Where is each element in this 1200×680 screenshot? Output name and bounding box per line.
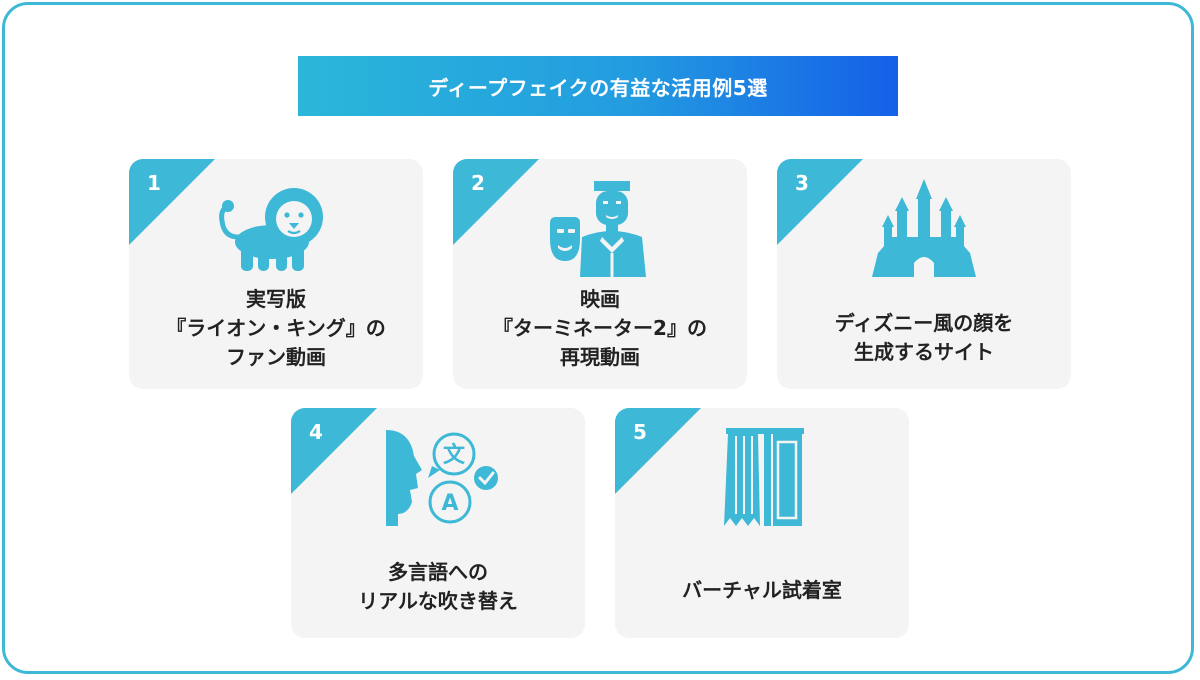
card-label-line: 映画 bbox=[580, 287, 620, 311]
card-label-line: 実写版 bbox=[246, 287, 306, 311]
svg-text:A: A bbox=[441, 491, 458, 516]
card-2: 2 映画 『ターミネーター2』の 再現動画 bbox=[453, 159, 747, 389]
card-3: 3 ディズニー風の顔を 生成するサイト bbox=[777, 159, 1071, 389]
title-banner: ディープフェイクの有益な活用例5選 bbox=[298, 56, 898, 116]
page-title: ディープフェイクの有益な活用例5選 bbox=[428, 75, 768, 100]
card-number: 3 bbox=[795, 171, 809, 195]
card-corner-badge bbox=[615, 408, 701, 494]
card-label-line: バーチャル試着室 bbox=[682, 578, 842, 602]
card-label-line: 再現動画 bbox=[560, 345, 640, 369]
castle-icon bbox=[872, 179, 976, 277]
lion-icon bbox=[219, 188, 323, 271]
card-label-line: 多言語への bbox=[388, 560, 488, 584]
card-corner-badge bbox=[777, 159, 863, 245]
card-label-line: 『ターミネーター2』の bbox=[493, 316, 707, 340]
actor-mask-icon bbox=[550, 181, 646, 277]
fitting-room-curtain-icon bbox=[724, 428, 804, 526]
card-corner-badge bbox=[129, 159, 215, 245]
card-corner-badge bbox=[453, 159, 539, 245]
card-label: 映画 『ターミネーター2』の 再現動画 bbox=[453, 285, 747, 372]
translation-speech-icon: 文 A bbox=[386, 430, 498, 526]
card-label: 実写版 『ライオン・キング』の ファン動画 bbox=[129, 285, 423, 372]
card-number: 4 bbox=[309, 420, 323, 444]
svg-text:文: 文 bbox=[443, 442, 466, 468]
card-label-line: リアルな吹き替え bbox=[358, 589, 518, 613]
card-label: バーチャル試着室 bbox=[615, 576, 909, 605]
card-1: 1 実写版 『ライオン・キング』の ファン動画 bbox=[129, 159, 423, 389]
card-label: ディズニー風の顔を 生成するサイト bbox=[777, 309, 1071, 367]
card-label-line: ファン動画 bbox=[226, 345, 326, 369]
card-label-line: 生成するサイト bbox=[854, 340, 994, 364]
card-number: 1 bbox=[147, 171, 161, 195]
card-label-line: 『ライオン・キング』の bbox=[166, 316, 386, 340]
card-number: 5 bbox=[633, 420, 647, 444]
card-number: 2 bbox=[471, 171, 485, 195]
card-5: 5 バーチャル試着室 bbox=[615, 408, 909, 638]
card-corner-badge bbox=[291, 408, 377, 494]
card-label-line: ディズニー風の顔を bbox=[834, 311, 1014, 335]
card-label: 多言語への リアルな吹き替え bbox=[291, 558, 585, 616]
card-4: 4 文 A 多言語への リアルな吹き替え bbox=[291, 408, 585, 638]
